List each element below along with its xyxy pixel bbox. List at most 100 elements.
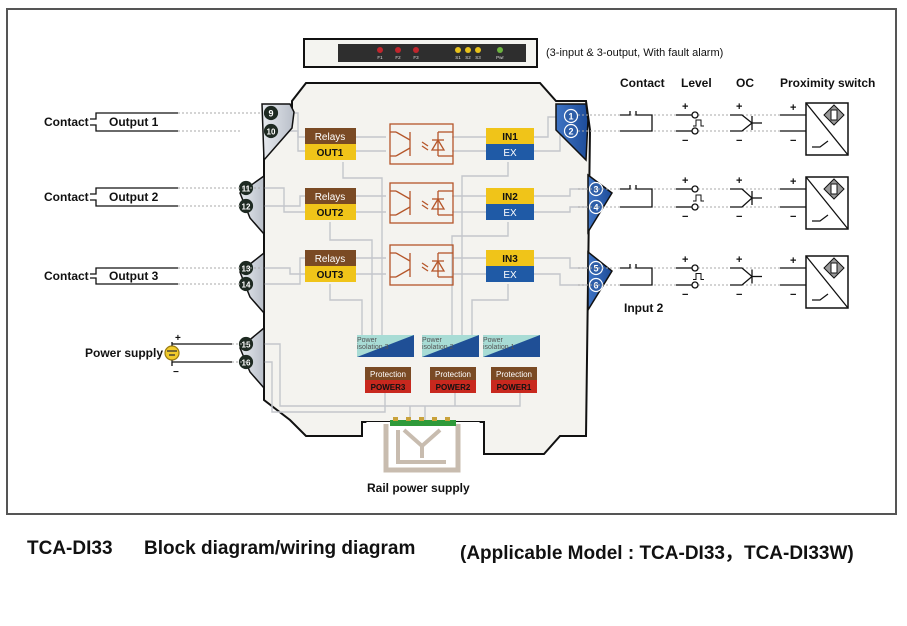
led-label: S3 [475,55,481,60]
out-block [305,204,356,220]
plus-sign: + [790,255,796,267]
power-label: POWER1 [497,383,532,392]
iso-line1: Power [422,337,443,344]
protection-label: Protection [496,370,532,379]
terminal-number: 15 [242,341,251,350]
ex-block [486,266,534,282]
relay-block [305,128,356,144]
caption-model: TCA-DI33 [27,538,113,559]
contact-icon [90,112,178,120]
input-1-sensors: +−+−+− [578,101,849,156]
panel-note: (3-input & 3-output, With fault alarm) [546,47,723,59]
minus-sign: − [682,289,688,301]
in-label: IN3 [502,254,518,265]
relay-block [305,250,356,266]
protection-label: Protection [370,370,406,379]
terminal-9[interactable]: 9 [263,105,279,121]
terminal-12[interactable]: 12 [238,198,254,214]
terminal-number: 12 [242,203,251,212]
led-f3 [413,47,419,53]
led-s1 [455,47,461,53]
out-label: OUT2 [317,208,344,219]
contact-sensor-icon [620,264,653,286]
contact-icon [90,187,178,195]
ex-label: EX [503,270,517,281]
led-label: S1 [455,55,461,60]
minus-sign: − [736,211,742,223]
in-block [486,250,534,266]
sensor-headers: Contact Level OC Proximity switch [620,76,875,90]
power-label: POWER3 [371,383,406,392]
terminal-number: 16 [242,359,251,368]
oc-sensor-icon [730,188,762,208]
led-label: Pwr [496,55,504,60]
internal-traces [262,112,588,422]
optocoupler-1 [389,123,454,165]
terminal-14[interactable]: 14 [238,276,254,292]
input-3-sensors: +−+−+− [578,254,849,309]
terminal-number: 13 [242,265,251,274]
out-block [305,144,356,160]
input-2-sensors: +−+−+− [578,175,849,230]
in-label: IN1 [502,132,518,143]
contact-sensor-icon [620,185,653,208]
terminal-10[interactable]: 10 [263,123,279,139]
optocoupler-3 [389,244,454,286]
level-sensor-icon [676,111,704,135]
output-label: Output 2 [109,190,159,204]
rail-connector [366,417,480,475]
power-minus: − [173,367,179,378]
protection-label: Protection [435,370,471,379]
plus-sign: + [682,101,688,113]
header-oc: OC [736,76,754,90]
contact-label: Contact [44,269,89,283]
plus-sign: + [790,102,796,114]
proximity-switch-icon [780,255,849,309]
led-f1 [377,47,383,53]
terminal-2[interactable]: 2 [563,123,579,139]
input2-label: Input 2 [624,301,664,315]
iso-line1: Power [357,337,378,344]
terminal-number: 11 [242,185,251,194]
header-proximity: Proximity switch [780,76,875,90]
terminal-number: 2 [568,127,573,137]
minus-sign: − [736,135,742,147]
contact-icon [90,267,178,275]
minus-sign: − [682,135,688,147]
plus-sign: + [736,101,742,113]
led-label: F1 [377,55,383,60]
led-f2 [395,47,401,53]
plus-sign: + [790,176,796,188]
out-label: OUT3 [317,270,344,281]
diagram-frame [6,8,897,515]
led-label: S2 [465,55,471,60]
header-contact: Contact [620,76,665,90]
caption-applicable: (Applicable Model : TCA-DI33，TCA-DI33W) [460,543,854,564]
power-supply: Power supply + − [85,333,250,378]
led-s3 [475,47,481,53]
out-block [305,266,356,282]
relay-label: Relays [315,254,346,265]
out-label: OUT1 [317,148,344,159]
ex-label: EX [503,208,517,219]
plus-sign: + [682,254,688,266]
contact-label: Contact [44,115,89,129]
in-block [486,188,534,204]
power-supply-label: Power supply [85,346,163,360]
relay-label: Relays [315,192,346,203]
terminal-1[interactable]: 1 [563,108,579,124]
battery-icon [164,345,180,361]
iso-line2: isolation 1 [483,344,515,351]
caption: TCA-DI33 Block diagram/wiring diagram (A… [0,538,907,626]
rail-label: Rail power supply [367,481,470,495]
ex-label: EX [503,148,517,159]
ex-block [486,144,534,160]
level-sensor-icon [676,185,704,211]
terminal-number: 14 [242,281,251,290]
iso-line2: isolation 2 [422,344,454,351]
